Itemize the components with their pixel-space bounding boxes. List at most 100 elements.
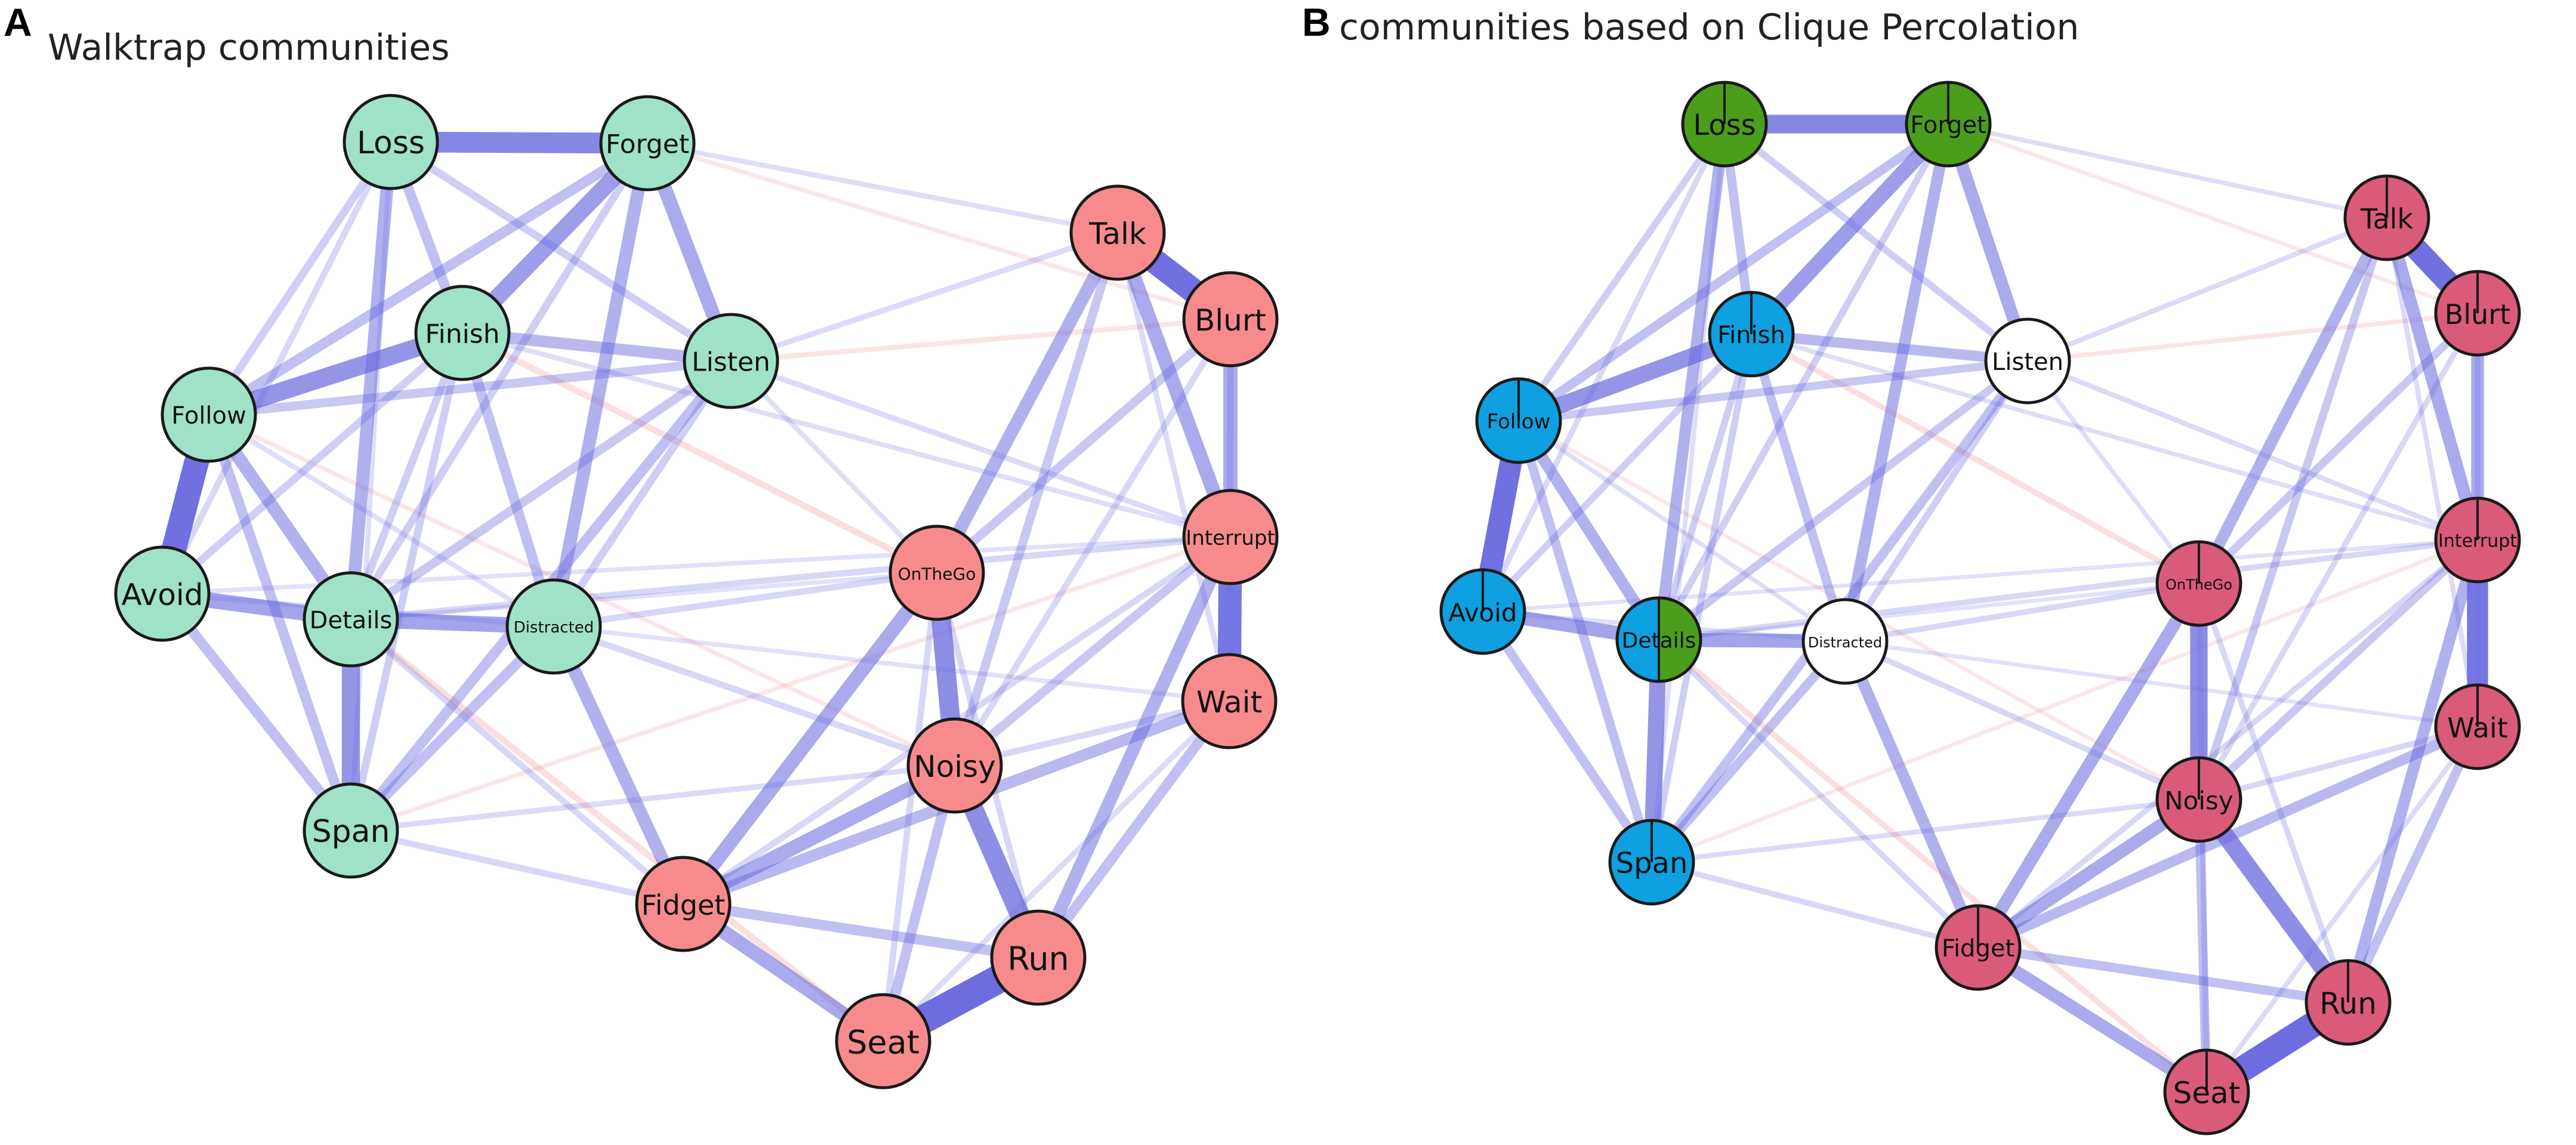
edge-finish-onthego	[461, 330, 939, 576]
node-talk: Talk	[2343, 174, 2430, 261]
node-label-interrupt: Interrupt	[1186, 526, 1275, 550]
node-circle	[635, 856, 732, 952]
node-circle	[1182, 489, 1279, 585]
node-label-seat: Seat	[2173, 1076, 2241, 1110]
edge-fidget-noisy	[1975, 794, 2202, 953]
node-circle	[599, 95, 696, 192]
edge-distracted-onthego	[1844, 581, 2199, 644]
node-label-listen: Listen	[1992, 348, 2063, 376]
edge-span-noisy	[350, 763, 955, 834]
node-listen: Listen	[1984, 317, 2071, 405]
node-label-talk: Talk	[2360, 203, 2413, 235]
node-label-loss: Loss	[357, 125, 425, 161]
edge-fidget-run	[682, 899, 1039, 963]
node-loss: Loss	[343, 94, 439, 190]
edge-finish-interrupt	[461, 330, 1232, 540]
pie-slice-green	[1659, 598, 1701, 681]
node-label-wait: Wait	[1196, 685, 1262, 720]
edge-distracted-wait	[553, 624, 1230, 703]
edge-details-fidget	[1656, 637, 1980, 950]
edge-forget-blurt	[1947, 122, 2479, 316]
node-label-finish: Finish	[425, 319, 499, 350]
node-label-span: Span	[312, 814, 390, 850]
edge-onthego-run	[2196, 582, 2351, 1004]
node-label-fidget: Fidget	[641, 889, 726, 921]
node-seat: Seat	[835, 993, 931, 1090]
node-circle	[990, 909, 1087, 1006]
node-listen: Listen	[683, 313, 779, 409]
node-label-noisy: Noisy	[914, 749, 996, 784]
edge-details-interrupt	[1658, 537, 2478, 643]
edge-blurt-onthego	[934, 316, 1233, 576]
node-circle	[161, 366, 257, 463]
edge-listen-talk	[730, 230, 1119, 364]
edge-follow-distracted	[207, 412, 556, 629]
node-details: Details	[303, 571, 399, 668]
node-blurt: Blurt	[2434, 270, 2521, 357]
edge-loss-listen	[1722, 121, 2030, 364]
node-avoid: Avoid	[114, 545, 211, 642]
edge-talk-noisy	[2195, 216, 2391, 801]
node-onthego: OnTheGo	[889, 524, 985, 621]
edge-avoid-loss	[159, 140, 394, 595]
node-label-blurt: Blurt	[2445, 298, 2510, 331]
edge-listen-distracted	[550, 359, 735, 629]
node-forget: Forget	[599, 95, 696, 192]
edge-wait-noisy	[2198, 724, 2479, 803]
node-label-interrupt: Interrupt	[2438, 531, 2517, 552]
node-circle	[1181, 653, 1278, 749]
edge-distracted-span	[1648, 638, 1849, 866]
edge-finish-span	[347, 332, 467, 832]
edge-span-fidget	[1651, 859, 1979, 950]
edge-loss-details	[344, 141, 397, 620]
node-label-noisy: Noisy	[2164, 786, 2233, 816]
node-circle	[505, 578, 602, 675]
panel-letter-b: B	[1302, 0, 1331, 44]
node-circle	[889, 524, 985, 621]
edge-finish-onthego	[1750, 331, 2201, 587]
edge-details-fidget	[348, 616, 686, 907]
node-label-finish: Finish	[1717, 322, 1785, 349]
edge-listen-talk	[2026, 215, 2388, 363]
edge-finish-span	[1648, 333, 1755, 863]
edge-follow-span	[203, 413, 356, 832]
edge-follow-listen	[1518, 357, 2028, 425]
node-label-distracted: Distracted	[514, 619, 594, 637]
edge-loss-follow	[1516, 122, 1727, 423]
node-blurt: Blurt	[1182, 271, 1279, 368]
edge-interrupt-noisy	[2196, 537, 2481, 803]
edge-talk-wait	[2384, 217, 2481, 727]
node-label-fidget: Fidget	[1942, 935, 2014, 962]
edge-finish-distracted	[457, 331, 559, 628]
node-label-seat: Seat	[847, 1024, 920, 1061]
node-label-loss: Loss	[1693, 109, 1756, 142]
panel-title-walktrap: Walktrap communities	[48, 27, 450, 69]
edge-wait-seat	[881, 699, 1232, 1044]
edge-avoid-finish	[159, 330, 465, 597]
node-seat: Seat	[2163, 1048, 2250, 1135]
node-label-listen: Listen	[692, 347, 770, 378]
edge-onthego-fidget	[1972, 580, 2205, 951]
edge-interrupt-fidget	[1976, 538, 2480, 950]
edge-forget-follow	[206, 138, 650, 419]
node-label-onthego: OnTheGo	[898, 564, 976, 584]
node-label-follow: Follow	[171, 402, 246, 430]
node-circle	[835, 993, 931, 1090]
edge-details-onthego	[350, 570, 937, 622]
node-circle	[114, 545, 211, 642]
edge-loss-details	[1653, 123, 1730, 641]
node-loss: Loss	[1681, 81, 1768, 168]
edge-listen-interrupt	[2026, 359, 2479, 542]
node-circle	[1069, 184, 1166, 281]
edge-distracted-onthego	[553, 569, 937, 630]
edge-follow-span	[1514, 419, 1656, 864]
node-label-onthego: OnTheGo	[2165, 576, 2232, 593]
node-circle	[906, 717, 1003, 814]
node-label-run: Run	[2319, 986, 2377, 1021]
edge-distracted-noisy	[553, 623, 956, 769]
edge-talk-onthego	[2194, 215, 2392, 587]
edge-details-onthego	[1658, 581, 2199, 642]
node-label-avoid: Avoid	[1448, 598, 1517, 628]
edge-finish-details	[1655, 333, 1755, 641]
